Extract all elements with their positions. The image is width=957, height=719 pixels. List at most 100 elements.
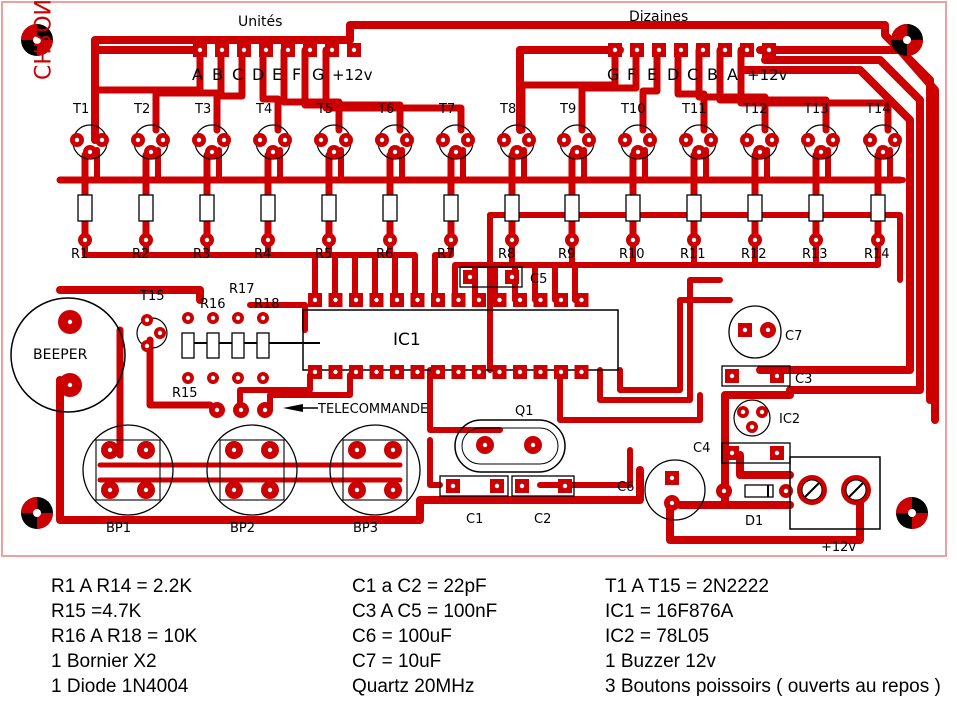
label: R3: [193, 247, 210, 262]
label: T6: [377, 102, 394, 117]
label: D: [667, 65, 679, 84]
resistor-body: [564, 194, 580, 222]
drill-hole: [630, 237, 636, 243]
drill-hole: [214, 407, 220, 413]
drill-hole: [87, 149, 93, 155]
label: R14: [864, 247, 890, 262]
drill-hole: [517, 297, 523, 303]
resistor-body: [260, 194, 276, 222]
label: R2: [132, 247, 149, 262]
drill-hole: [759, 409, 765, 415]
drill-hole: [450, 483, 456, 489]
label: R11: [680, 247, 706, 262]
drill-hole: [331, 149, 337, 155]
drill-hole: [700, 47, 706, 53]
drill-hole: [333, 369, 338, 375]
drill-hole: [696, 149, 702, 155]
label: C2: [534, 512, 551, 527]
drill-hole: [235, 315, 241, 321]
copper-track: [326, 237, 398, 303]
drill-hole: [774, 373, 780, 379]
label: BP1: [106, 521, 131, 536]
bom-line: R1 A R14 = 2.2K: [51, 576, 193, 597]
copper-track: [94, 147, 113, 183]
c7-outline: [728, 305, 782, 359]
label: R16: [200, 297, 226, 312]
drill-hole: [757, 149, 763, 155]
drill-hole: [404, 137, 410, 143]
copper-track: [617, 297, 733, 393]
drill-hole: [740, 409, 746, 415]
drill-hole: [260, 375, 266, 381]
label: E: [272, 65, 282, 84]
drill-hole: [519, 483, 525, 489]
terminal-screw-slot: [848, 482, 864, 498]
drill-hole: [390, 487, 396, 493]
drill-hole: [263, 47, 269, 53]
ic2-outline: [733, 399, 771, 437]
label: C3: [795, 372, 812, 387]
drill-hole: [440, 137, 446, 143]
drill-hole: [282, 137, 288, 143]
mounting-hole-quadrant: [21, 497, 37, 513]
drill-hole: [875, 237, 881, 243]
drill-hole: [774, 450, 780, 456]
bom-line: 3 Boutons poissoirs ( ouverts au repos ): [605, 676, 941, 697]
drill-hole: [561, 137, 567, 143]
drill-hole: [67, 382, 73, 388]
drill-hole: [354, 447, 360, 453]
drill-hole: [285, 47, 291, 53]
drill-hole: [387, 237, 393, 243]
button-body: [95, 439, 161, 501]
copper-track: [756, 46, 939, 424]
drill-hole: [494, 483, 500, 489]
resistor-body: [382, 194, 398, 222]
copper-track: [259, 46, 282, 134]
drill-hole: [231, 487, 237, 493]
drill-hole: [744, 47, 750, 53]
drill-hole: [538, 369, 543, 375]
drill-hole: [231, 447, 237, 453]
drill-hole: [107, 447, 113, 453]
label: T12: [742, 102, 767, 117]
label: T11: [681, 102, 706, 117]
label: BEEPER: [33, 347, 88, 363]
label: C7: [785, 329, 802, 344]
drill-hole: [235, 375, 241, 381]
copper-track: [741, 66, 914, 374]
resistor-body: [504, 194, 520, 222]
label: T3: [194, 102, 211, 117]
label: IC1: [393, 330, 421, 350]
drill-hole: [318, 137, 324, 143]
drill-hole: [257, 137, 263, 143]
drill-hole: [219, 47, 225, 53]
drill-hole: [390, 447, 396, 453]
drill-hole: [238, 407, 244, 413]
drill-hole: [260, 315, 266, 321]
drill-hole: [197, 47, 203, 53]
drill-hole: [265, 237, 271, 243]
mounting-hole-quadrant: [37, 513, 53, 529]
copper-track: [399, 147, 418, 183]
drill-hole: [204, 237, 210, 243]
copper-track: [737, 46, 892, 134]
copper-track: [152, 46, 225, 134]
c2-outline: [511, 475, 575, 497]
drill-hole: [538, 297, 543, 303]
drill-hole: [514, 149, 520, 155]
copper-track: [155, 147, 174, 183]
drill-hole: [708, 137, 714, 143]
label: T14: [865, 102, 890, 117]
drill-hole: [744, 137, 750, 143]
label: B: [212, 65, 223, 84]
label: T1: [72, 102, 89, 117]
drill-hole: [82, 237, 88, 243]
label: Dizaines: [629, 9, 688, 25]
copper-track: [581, 147, 600, 183]
drill-hole: [144, 317, 150, 323]
copper-track: [521, 147, 540, 183]
drill-hole: [569, 237, 575, 243]
copper-track: [91, 46, 204, 134]
bom-line: 1 Diode 1N4004: [51, 676, 189, 697]
label: G: [607, 65, 619, 84]
